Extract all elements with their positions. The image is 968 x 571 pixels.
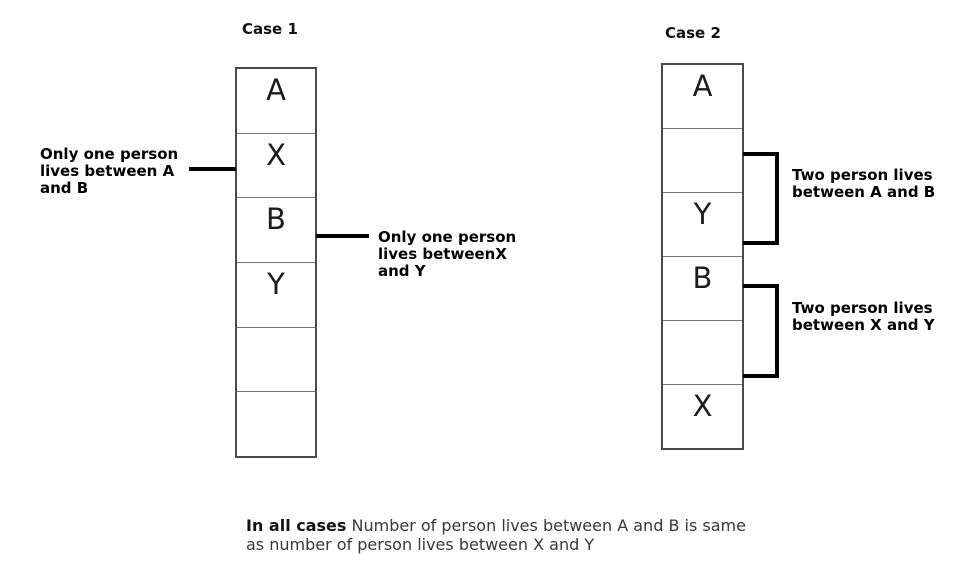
- note-line: and Y: [378, 262, 426, 280]
- case1-cell-3: B: [237, 198, 315, 264]
- note-two-between-x-y: Two person lives between X and Y: [792, 300, 935, 334]
- footer-line-1: In all cases Number of person lives betw…: [246, 516, 746, 535]
- note-one-between-x-y: Only one person lives betweenX and Y: [378, 229, 516, 280]
- case1-cell-4: Y: [237, 263, 315, 328]
- note-line: Two person lives: [792, 299, 933, 317]
- footer-rest-text: Number of person lives between A and B i…: [346, 516, 746, 535]
- note-one-between-a-b: Only one person lives between A and B: [40, 146, 178, 197]
- note-line: Two person lives: [792, 166, 933, 184]
- footer-bold-text: In all cases: [246, 516, 347, 535]
- case1-column: A X B Y: [235, 67, 317, 458]
- case2-column: A Y B X: [661, 63, 744, 450]
- bracket-a-b: [743, 152, 779, 245]
- case2-cell-6: X: [692, 389, 713, 423]
- case2-cell-1: A: [663, 65, 742, 129]
- connector-line-left: [189, 167, 236, 171]
- case1-cell-5: [237, 328, 315, 393]
- case2-cell-3: Y: [663, 193, 742, 257]
- case1-cell-2: X: [237, 134, 315, 199]
- note-line: Only one person: [378, 228, 517, 246]
- case2-cell-5: [663, 321, 742, 385]
- case1-cell-6: [237, 392, 315, 456]
- note-line: lives between A: [40, 162, 175, 180]
- footer-line-2: as number of person lives between X and …: [246, 535, 595, 554]
- note-line: between A and B: [792, 183, 936, 201]
- case2-title: Case 2: [665, 24, 721, 42]
- note-line: and B: [40, 179, 89, 197]
- case1-cell-1: A: [237, 69, 315, 134]
- case1-title: Case 1: [242, 20, 298, 38]
- case2-cell-4: B: [663, 257, 742, 321]
- note-two-between-a-b: Two person lives between A and B: [792, 167, 935, 201]
- case2-cell-2: [663, 129, 742, 193]
- connector-line-right: [316, 234, 369, 238]
- footer-note: In all cases Number of person lives betw…: [246, 516, 746, 554]
- note-line: Only one person: [40, 145, 179, 163]
- bracket-x-y: [743, 284, 779, 378]
- note-line: between X and Y: [792, 316, 935, 334]
- note-line: lives betweenX: [378, 245, 507, 263]
